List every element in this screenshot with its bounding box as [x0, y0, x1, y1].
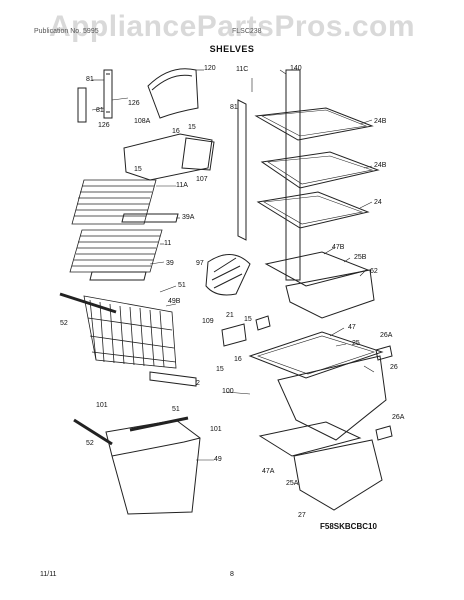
- glass-shelf-24: [256, 191, 370, 229]
- crisper-cover-47a: [258, 421, 362, 457]
- figure-code: F58SKBCBC10: [320, 522, 377, 531]
- callout-140: 140: [290, 65, 302, 72]
- callout-24: 24: [374, 199, 382, 206]
- bracket-126-upper: [103, 69, 113, 119]
- callout-26a: 26A: [392, 414, 405, 421]
- callout-2: 2: [196, 380, 200, 387]
- crisper-drawer-27: [293, 439, 383, 511]
- callout-16: 16: [172, 128, 180, 135]
- callout-26: 26: [390, 364, 398, 371]
- callout-51: 51: [178, 282, 186, 289]
- wire-basket-49b: [83, 295, 177, 369]
- callout-49b: 49B: [168, 298, 181, 305]
- callout-126: 126: [128, 100, 140, 107]
- light-assembly-97: [205, 254, 251, 296]
- callout-24b: 24B: [374, 162, 387, 169]
- part-26a-upper: [375, 345, 393, 361]
- callout-81: 81: [96, 107, 104, 114]
- callout-81: 81: [86, 76, 94, 83]
- bin-49: [105, 416, 201, 515]
- callout-24b: 24B: [374, 118, 387, 125]
- callout-52: 52: [60, 320, 68, 327]
- callout-47: 47: [348, 324, 356, 331]
- callout-25a: 25A: [286, 480, 299, 487]
- callout-15: 15: [244, 316, 252, 323]
- callout-15: 15: [134, 166, 142, 173]
- part-26a-lower: [375, 425, 393, 441]
- page-number: 8: [230, 571, 234, 578]
- callout-107: 107: [196, 176, 208, 183]
- callout-15: 15: [216, 366, 224, 373]
- trim-2: [149, 371, 197, 387]
- bin-120: [147, 68, 199, 119]
- part-109: [221, 323, 247, 347]
- callout-97: 97: [196, 260, 204, 267]
- model-number: FLSC238: [232, 28, 262, 35]
- callout-108a: 108A: [134, 118, 151, 125]
- bracket-126-lower: [77, 87, 87, 123]
- callout-81: 81: [230, 104, 238, 111]
- publication-number: Publication No. 5995: [34, 28, 99, 35]
- callout-101: 101: [210, 426, 222, 433]
- callout-51: 51: [172, 406, 180, 413]
- callout-21: 21: [226, 312, 234, 319]
- callout-27: 27: [298, 512, 306, 519]
- rail-140: [285, 69, 301, 281]
- callout-49: 49: [214, 456, 222, 463]
- callout-25b: 25B: [354, 254, 367, 261]
- part-15: [255, 315, 271, 331]
- callout-16: 16: [234, 356, 242, 363]
- leader-lines: [91, 69, 375, 461]
- callout-11a: 11A: [176, 182, 188, 189]
- callout-26a: 26A: [380, 332, 393, 339]
- callout-109: 109: [202, 318, 214, 325]
- watermark: AppliancePartsPros.com: [48, 10, 416, 43]
- callout-15: 15: [188, 124, 196, 131]
- footer-date: 11/11: [40, 571, 57, 578]
- shelf-trim-39a: [121, 213, 179, 223]
- callout-126: 126: [98, 122, 110, 129]
- callout-62: 62: [370, 268, 378, 275]
- callout-120: 120: [204, 65, 216, 72]
- slide-rail-51: [59, 292, 117, 314]
- callout-11c: 11C: [236, 66, 249, 73]
- callout-47a: 47A: [262, 468, 275, 475]
- wire-shelf-11a: [71, 179, 157, 225]
- left-rail: [237, 99, 247, 241]
- glass-shelf-24b-upper: [254, 107, 374, 141]
- callout-25: 25: [352, 340, 360, 347]
- crisper-drawer-62: [285, 269, 375, 319]
- callout-101: 101: [96, 402, 108, 409]
- shelf-trim-39: [89, 271, 147, 281]
- callout-39: 39: [166, 260, 174, 267]
- crisper-drawer-25: [277, 355, 387, 441]
- callout-100: 100: [222, 388, 234, 395]
- slide-rail-52: [73, 418, 113, 446]
- glass-shelf-24b-lower: [260, 151, 380, 189]
- callout-52: 52: [86, 440, 94, 447]
- crisper-cover-47b: [264, 251, 370, 287]
- callout-47b: 47B: [332, 244, 345, 251]
- page-title: SHELVES: [209, 44, 255, 54]
- dairy-door-107: [123, 133, 215, 181]
- crisper-cover-47: [248, 331, 384, 379]
- callout-11: 11: [164, 240, 172, 247]
- wire-shelf-11: [69, 229, 163, 273]
- callout-39a: 39A: [182, 214, 195, 221]
